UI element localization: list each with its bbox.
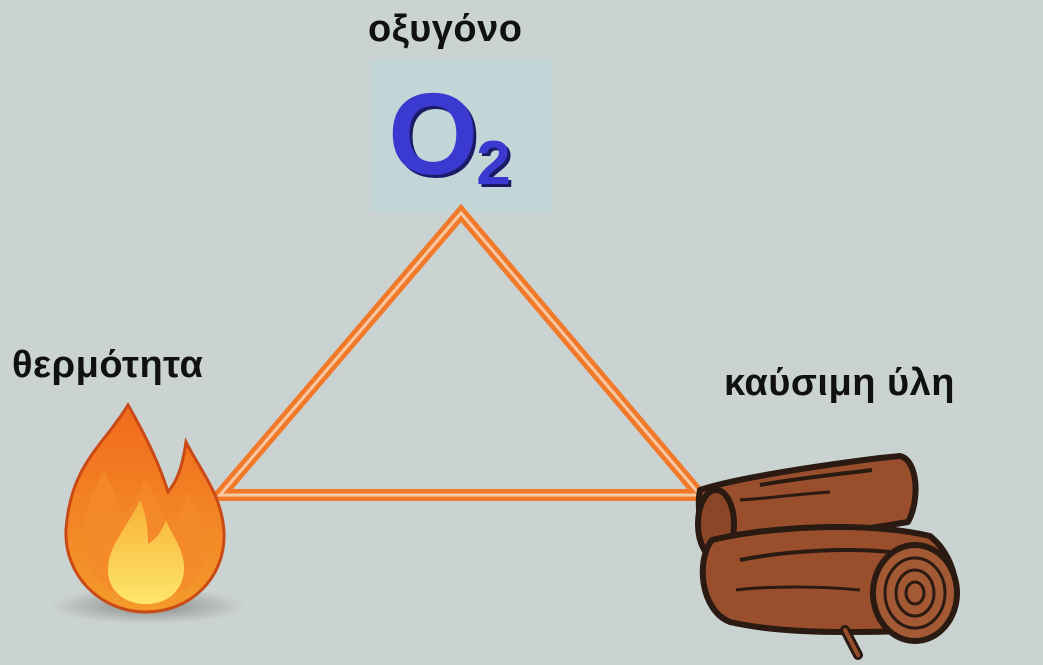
oxygen-formula: O2 bbox=[388, 76, 511, 195]
oxygen-formula-box bbox=[370, 60, 552, 212]
heat-label: θερμότητα bbox=[12, 344, 204, 386]
fuel-label: καύσιμη ύλη bbox=[724, 362, 955, 404]
triangle-inner-stroke bbox=[216, 210, 704, 497]
oxygen-element-symbol: O bbox=[388, 69, 479, 199]
oxygen-subscript: 2 bbox=[476, 129, 511, 198]
oxygen-label: οξυγόνο bbox=[368, 8, 523, 50]
